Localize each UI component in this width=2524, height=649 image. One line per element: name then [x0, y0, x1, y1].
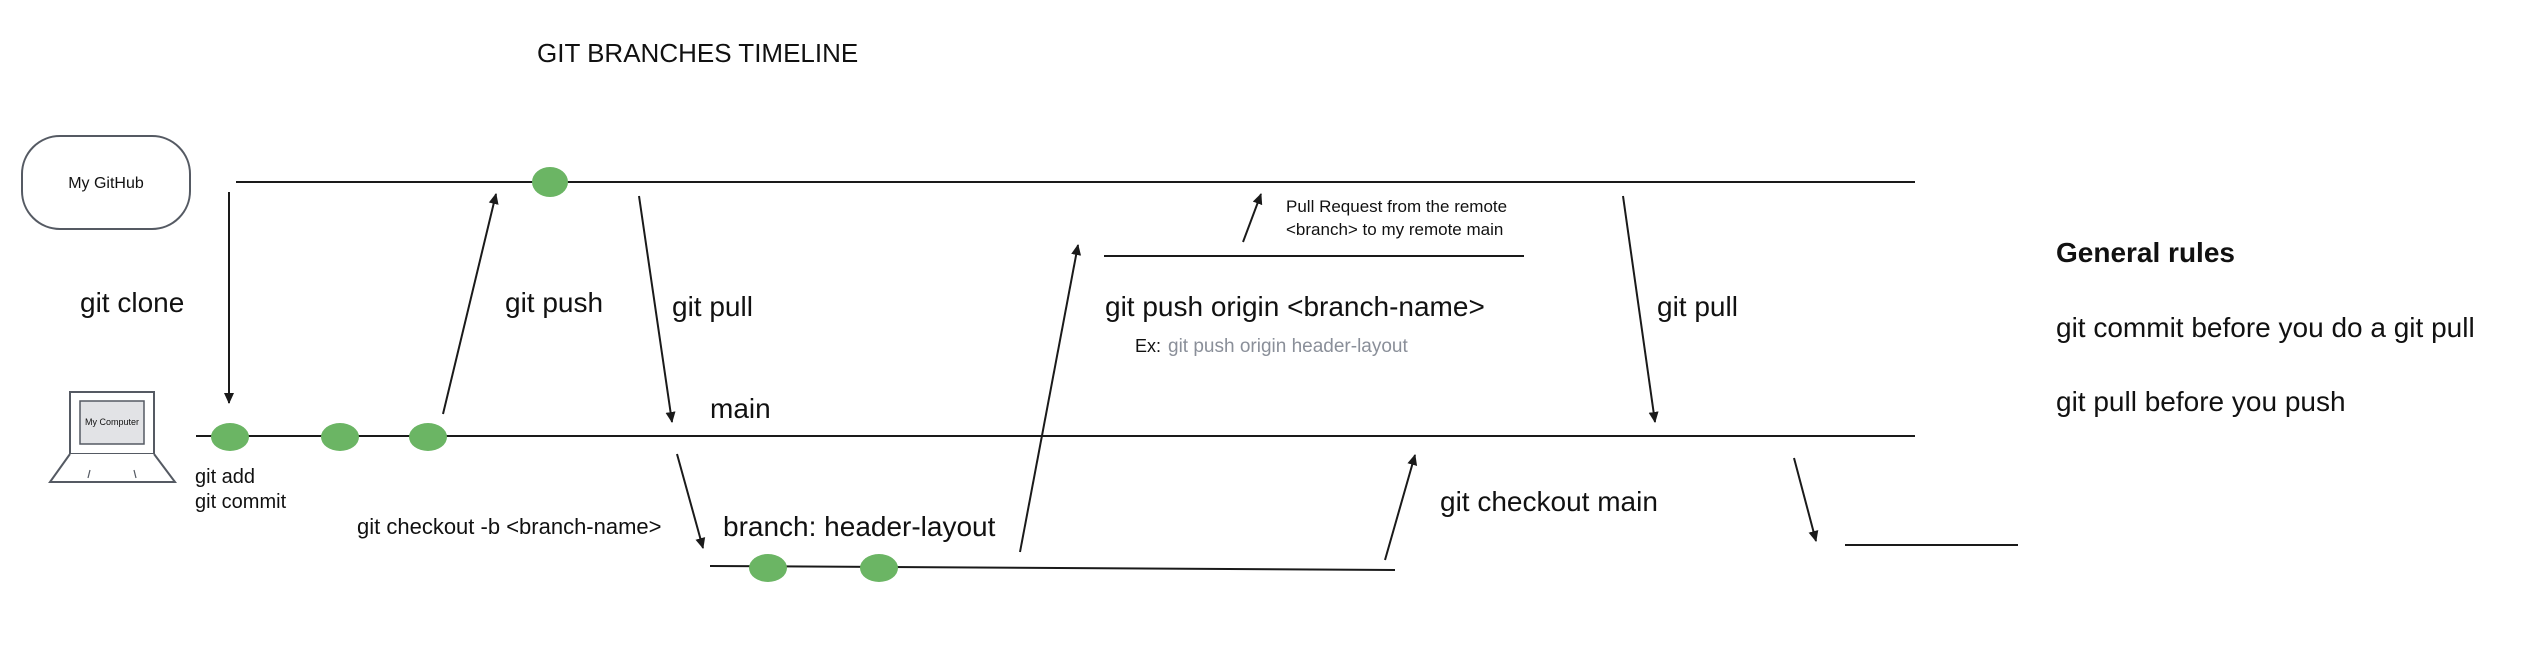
next-step-arrow [1793, 457, 1819, 542]
git-pull-arrow-2 [1622, 195, 1659, 423]
git-clone-label: git clone [80, 287, 184, 318]
main-commit-2 [321, 423, 359, 451]
checkout-branch-label: git checkout -b <branch-name> [357, 514, 662, 539]
git-pull-arrow-1 [638, 195, 676, 423]
example-command: git push origin header-layout [1168, 336, 1408, 357]
github-node-label: My GitHub [68, 175, 144, 192]
laptop-icon [48, 391, 177, 483]
checkout-main-label: git checkout main [1440, 486, 1658, 517]
remote-commit [532, 167, 568, 197]
checkout-main-arrow [1384, 454, 1418, 561]
computer-node-label: My Computer [85, 417, 139, 427]
main-label: main [710, 393, 771, 424]
git-pull-label-2: git pull [1657, 291, 1738, 322]
branch-label: branch: header-layout [723, 511, 996, 542]
branch-commit-2 [860, 554, 898, 582]
github-node: My GitHub [21, 135, 191, 230]
rules-heading: General rules [2056, 237, 2235, 268]
pull-request-arrow [1242, 193, 1263, 243]
main-commit-1 [211, 423, 249, 451]
branch-timeline [709, 565, 1396, 571]
github-node-box [21, 135, 191, 230]
diagram-title: GIT BRANCHES TIMELINE [537, 38, 858, 68]
example-prefix: Ex: [1135, 336, 1161, 356]
rule-item-2: git pull before you push [2056, 386, 2346, 417]
git-push-label: git push [505, 287, 603, 318]
rule-item-1: git commit before you do a git pull [2056, 312, 2475, 343]
git-commit-label: git commit [195, 491, 287, 513]
computer-node: My Computer [48, 391, 177, 483]
git-push-arrow [442, 193, 499, 415]
push-origin-arrow [1019, 244, 1082, 553]
git-pull-label-1: git pull [672, 291, 753, 322]
push-origin-label: git push origin <branch-name> [1105, 291, 1485, 322]
branch-commit-1 [749, 554, 787, 582]
pull-request-line-1: Pull Request from the remote [1286, 197, 1507, 216]
main-commit-3 [409, 423, 447, 451]
checkout-branch-arrow [676, 453, 706, 549]
pull-request-line-2: <branch> to my remote main [1286, 220, 1503, 239]
git-add-label: git add [195, 466, 255, 488]
